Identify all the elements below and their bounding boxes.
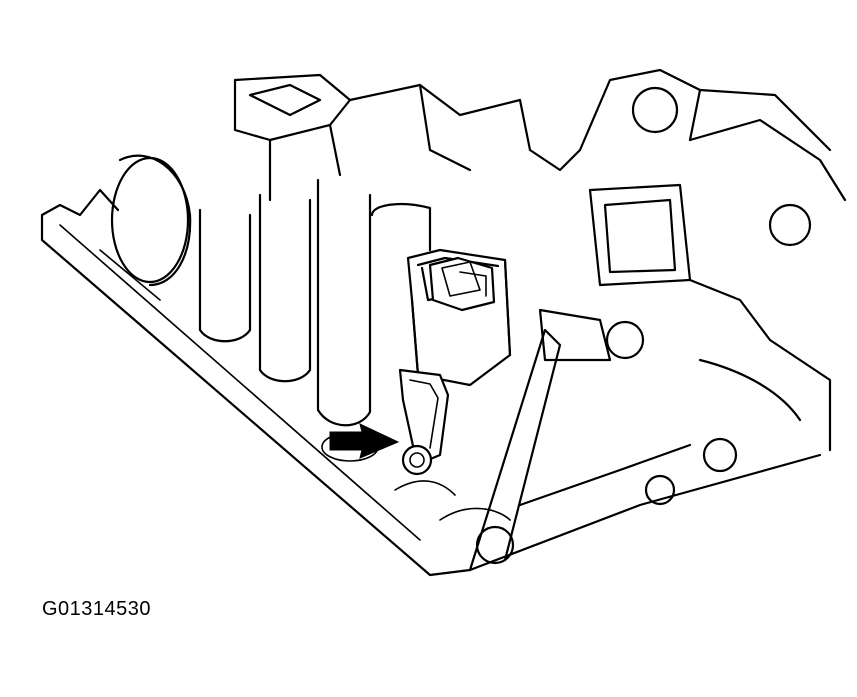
boss-bottom — [644, 474, 676, 506]
boss-top — [631, 86, 679, 134]
mounting-bolt — [401, 444, 433, 476]
arrow-icon — [329, 423, 400, 459]
sensor-bracket — [398, 368, 450, 476]
sensor-connector — [406, 248, 512, 387]
boss-lower — [702, 437, 738, 473]
boss-right — [768, 203, 812, 247]
boss-mid — [605, 320, 645, 360]
figure-id-label: G01314530 — [42, 598, 152, 620]
